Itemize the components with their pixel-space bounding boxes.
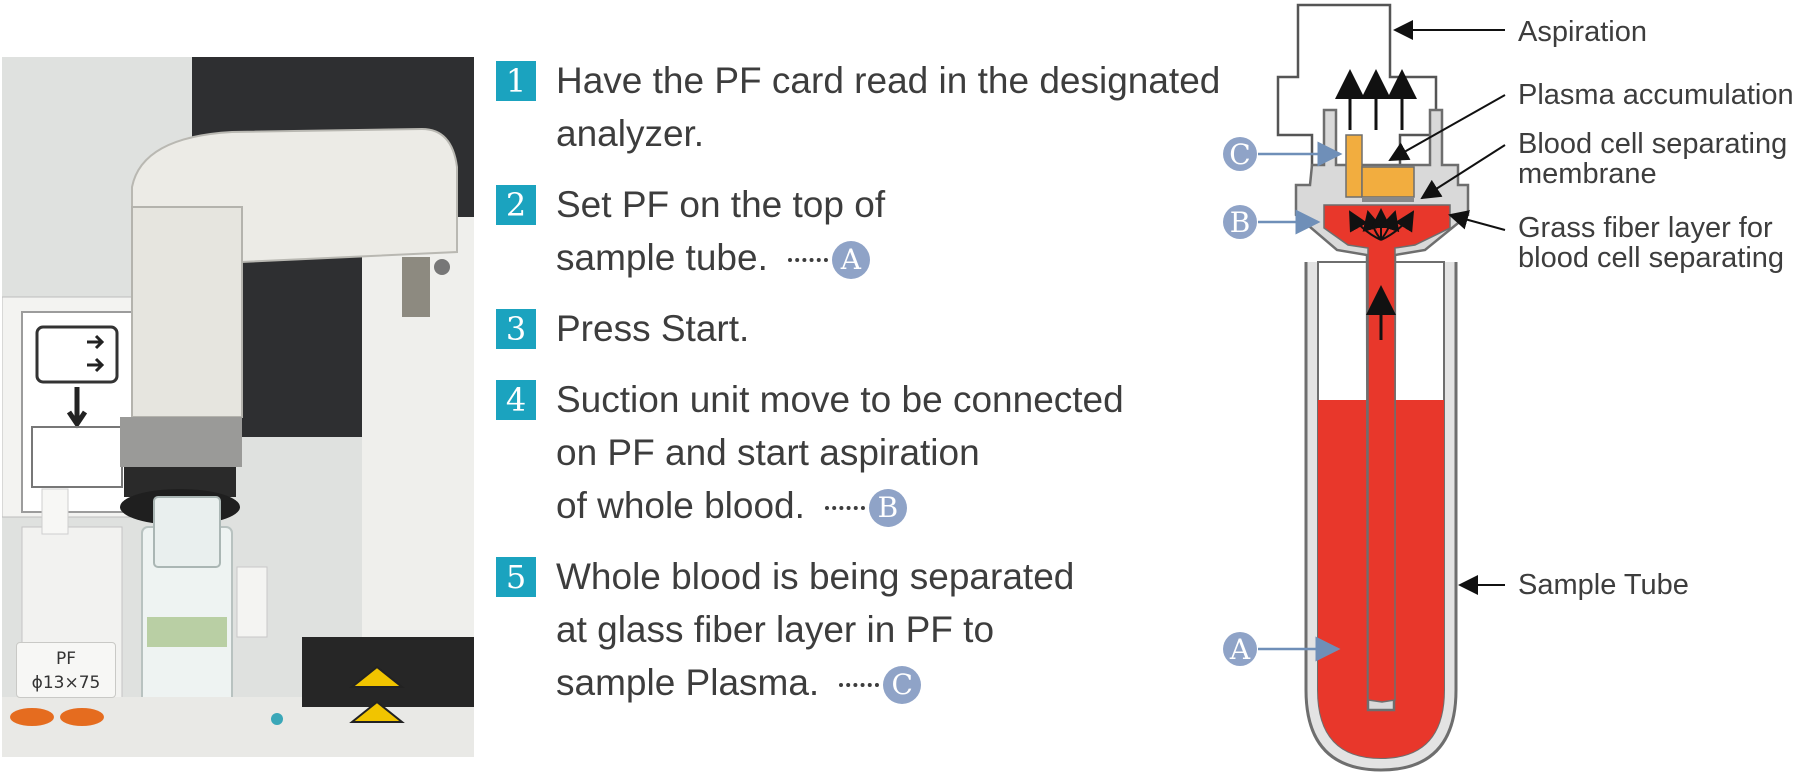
analyzer-photo: PF ϕ13×75 bbox=[2, 57, 474, 757]
leader-membrane bbox=[1420, 144, 1506, 200]
step-2: 2 Set PF on the top of sample tube. A bbox=[496, 178, 1256, 284]
label-plasma-accumulation: Plasma accumulation bbox=[1518, 79, 1794, 111]
flow-arrow bbox=[1380, 210, 1400, 241]
ref-badge: A bbox=[831, 241, 870, 280]
step-text-row: of whole blood. B bbox=[556, 479, 1256, 532]
dotted-leader bbox=[787, 258, 828, 263]
step-text: Set PF on the top of bbox=[556, 184, 886, 225]
ref-badge: B bbox=[868, 489, 907, 528]
step-text: Whole blood is being separated bbox=[556, 556, 1075, 597]
step-text: analyzer. bbox=[556, 113, 705, 154]
step-4: 4 Suction unit move to be connected on P… bbox=[496, 373, 1256, 532]
marker-b bbox=[1223, 205, 1257, 239]
flow-arrow bbox=[1380, 210, 1415, 241]
label-membrane-line2: membrane bbox=[1518, 158, 1657, 190]
tube-label-line2: ϕ13×75 bbox=[31, 673, 101, 693]
label-sample-tube: Sample Tube bbox=[1518, 569, 1689, 601]
leader-fiber bbox=[1448, 210, 1506, 231]
step-text: at glass fiber layer in PF to bbox=[556, 609, 995, 650]
plasma-pool bbox=[1361, 166, 1415, 198]
step-number: 4 bbox=[496, 380, 536, 420]
step-number: 2 bbox=[496, 185, 536, 225]
step-text-row: sample tube. A bbox=[556, 231, 1256, 284]
step-text: sample Plasma. bbox=[556, 662, 820, 703]
pf-cross-section-diagram: C B A Aspiration Plasma accumulation Blo… bbox=[1200, 0, 1815, 776]
step-text-row: sample Plasma. C bbox=[556, 656, 1256, 709]
step-number: 1 bbox=[496, 61, 536, 101]
membrane bbox=[1362, 197, 1414, 202]
step-text: on PF and start aspiration bbox=[556, 432, 980, 473]
step-text: sample tube. bbox=[556, 237, 768, 278]
label-fiber-line1: Grass fiber layer for bbox=[1518, 212, 1773, 244]
marker-c-text: C bbox=[1229, 138, 1250, 171]
plasma-cup bbox=[1345, 134, 1363, 198]
analyzer-illustration bbox=[2, 57, 474, 757]
step-text: Have the PF card read in the designated bbox=[556, 60, 1221, 101]
marker-b-text: B bbox=[1230, 206, 1251, 239]
label-aspiration: Aspiration bbox=[1518, 16, 1647, 48]
dotted-leader bbox=[839, 683, 880, 688]
step-5: 5 Whole blood is being separated at glas… bbox=[496, 550, 1256, 709]
step-3: 3 Press Start. bbox=[496, 302, 1256, 355]
label-fiber-line2: blood cell separating bbox=[1518, 242, 1784, 274]
marker-a bbox=[1223, 632, 1257, 666]
ref-badge: C bbox=[883, 666, 922, 705]
marker-a-text: A bbox=[1229, 633, 1251, 666]
step-number: 5 bbox=[496, 557, 536, 597]
step-text: Suction unit move to be connected bbox=[556, 379, 1124, 420]
leader-plasma bbox=[1388, 94, 1506, 161]
steps-list: 1 Have the PF card read in the designate… bbox=[496, 54, 1256, 727]
step-number: 3 bbox=[496, 309, 536, 349]
dotted-leader bbox=[824, 506, 865, 511]
step-text: of whole blood. bbox=[556, 485, 805, 526]
tube-label: PF ϕ13×75 bbox=[16, 642, 116, 698]
tube-label-line1: PF bbox=[55, 649, 77, 669]
label-membrane-line1: Blood cell separating bbox=[1518, 128, 1787, 160]
marker-c bbox=[1223, 137, 1257, 171]
step-1: 1 Have the PF card read in the designate… bbox=[496, 54, 1256, 160]
step-text: Press Start. bbox=[556, 308, 750, 349]
